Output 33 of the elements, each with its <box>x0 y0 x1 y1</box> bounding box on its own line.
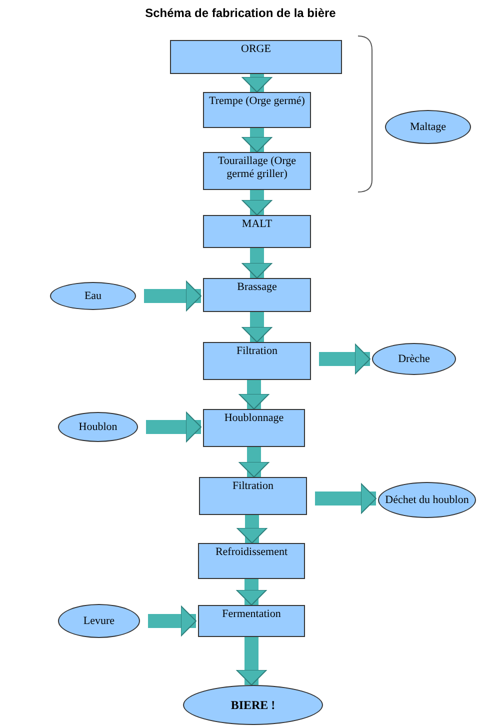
diagram-title: Schéma de fabrication de la bière <box>144 6 337 20</box>
ellipse-node: Déchet du houblon <box>378 482 476 518</box>
process-box: Filtration <box>199 477 307 515</box>
process-box: Trempe (Orge germé) <box>203 92 311 128</box>
block-arrow <box>236 579 267 606</box>
process-box: Houblonnage <box>203 409 305 447</box>
ellipse-node: Eau <box>50 282 136 310</box>
ellipse-node: Levure <box>58 604 140 638</box>
block-arrow <box>236 515 268 544</box>
block-arrow <box>242 312 272 342</box>
process-box: ORGE <box>170 40 342 74</box>
process-box: MALT <box>203 215 311 248</box>
block-arrow <box>242 74 272 92</box>
block-arrow <box>319 344 370 374</box>
block-arrow <box>242 190 272 216</box>
process-box: Filtration <box>203 342 311 380</box>
block-arrow <box>238 447 270 478</box>
block-arrow <box>144 280 202 312</box>
block-arrow <box>146 412 202 442</box>
block-arrow <box>238 380 270 410</box>
block-arrow <box>315 483 376 514</box>
ellipse-node: BIERE ! <box>183 685 323 725</box>
process-box: Brassage <box>203 278 311 312</box>
block-arrow <box>148 606 196 636</box>
process-box: Touraillage (Orge germé griller) <box>203 152 311 190</box>
process-box: Refroidissement <box>198 543 305 579</box>
block-arrow <box>236 637 267 686</box>
block-arrow <box>242 248 272 278</box>
process-box: Fermentation <box>198 605 305 637</box>
ellipse-node: Maltage <box>385 110 471 144</box>
block-arrow <box>242 128 272 152</box>
ellipse-node: Drèche <box>372 343 456 375</box>
ellipse-node: Houblon <box>58 412 138 442</box>
